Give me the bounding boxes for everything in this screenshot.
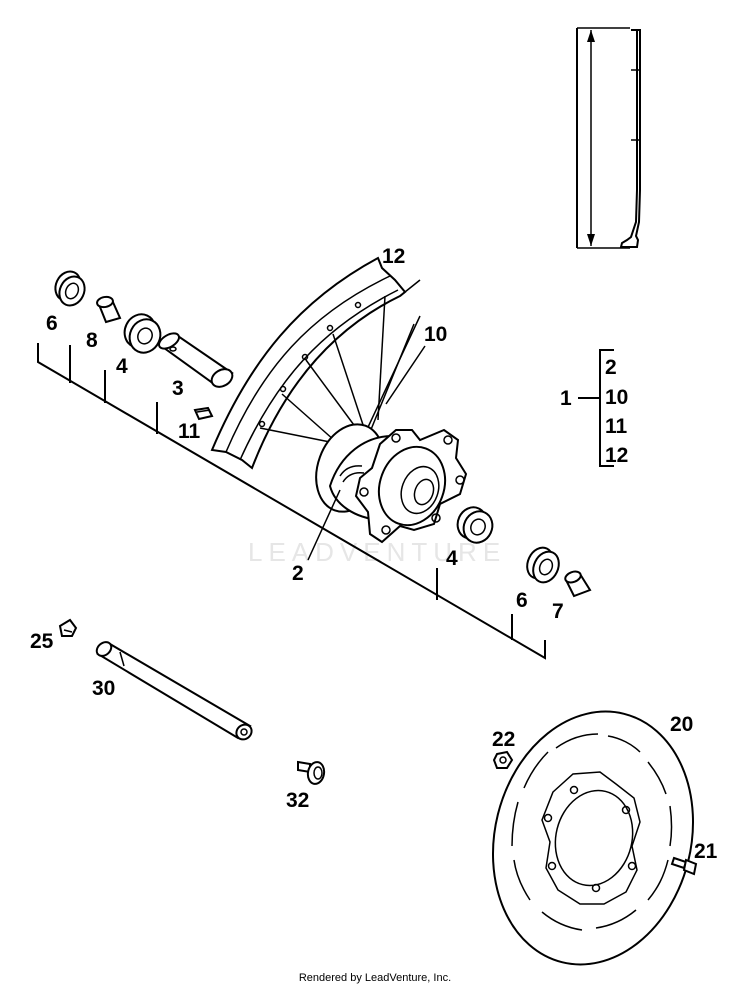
- nipple: [193, 406, 214, 421]
- watermark: LEADVENTURE: [248, 537, 506, 567]
- kit-item: 12: [605, 444, 628, 467]
- seal-left: [54, 270, 86, 307]
- hub: [315, 423, 468, 544]
- axle-clamp-screw: [297, 760, 326, 785]
- explode-axis-lines: [37, 343, 546, 660]
- callout-22: 22: [492, 728, 515, 751]
- kit-bracket: [578, 349, 614, 467]
- callout-10: 10: [424, 323, 447, 346]
- bearing-left: [123, 313, 162, 354]
- seal-right: [526, 546, 560, 584]
- callout-3: 3: [172, 377, 184, 400]
- spoke-dimension-drawing: [576, 27, 641, 249]
- callout-7: 7: [552, 600, 564, 623]
- kit-item: 11: [605, 415, 628, 438]
- axle: [95, 641, 253, 741]
- callout-12: 12: [382, 245, 405, 268]
- callout-6-left: 6: [46, 312, 58, 335]
- kit-item: 10: [605, 386, 628, 409]
- disc-nut: [492, 750, 514, 769]
- callout-20: 20: [670, 713, 693, 736]
- disc-screw: [670, 856, 698, 876]
- callout-21: 21: [694, 840, 718, 863]
- callout-4-left: 4: [116, 355, 128, 378]
- callout-6-right: 6: [516, 589, 528, 612]
- footer-credit: Rendered by LeadVenture, Inc.: [298, 972, 452, 984]
- spacer-right: [564, 570, 592, 598]
- callout-2: 2: [292, 562, 304, 585]
- bearing-right: [456, 506, 494, 544]
- brake-disc: [491, 710, 695, 966]
- callout-8: 8: [86, 329, 98, 352]
- callout-25: 25: [30, 630, 54, 653]
- kit-label: 1: [560, 387, 572, 410]
- callout-4-right: 4: [446, 547, 458, 570]
- distance-tube: [158, 332, 234, 388]
- callout-32: 32: [286, 789, 309, 812]
- spacer-left: [96, 295, 122, 324]
- callout-11: 11: [178, 420, 201, 443]
- leader-lines: [63, 279, 426, 633]
- kit-item: 2: [605, 356, 617, 379]
- axle-nut: [58, 618, 78, 637]
- callout-30: 30: [92, 677, 115, 700]
